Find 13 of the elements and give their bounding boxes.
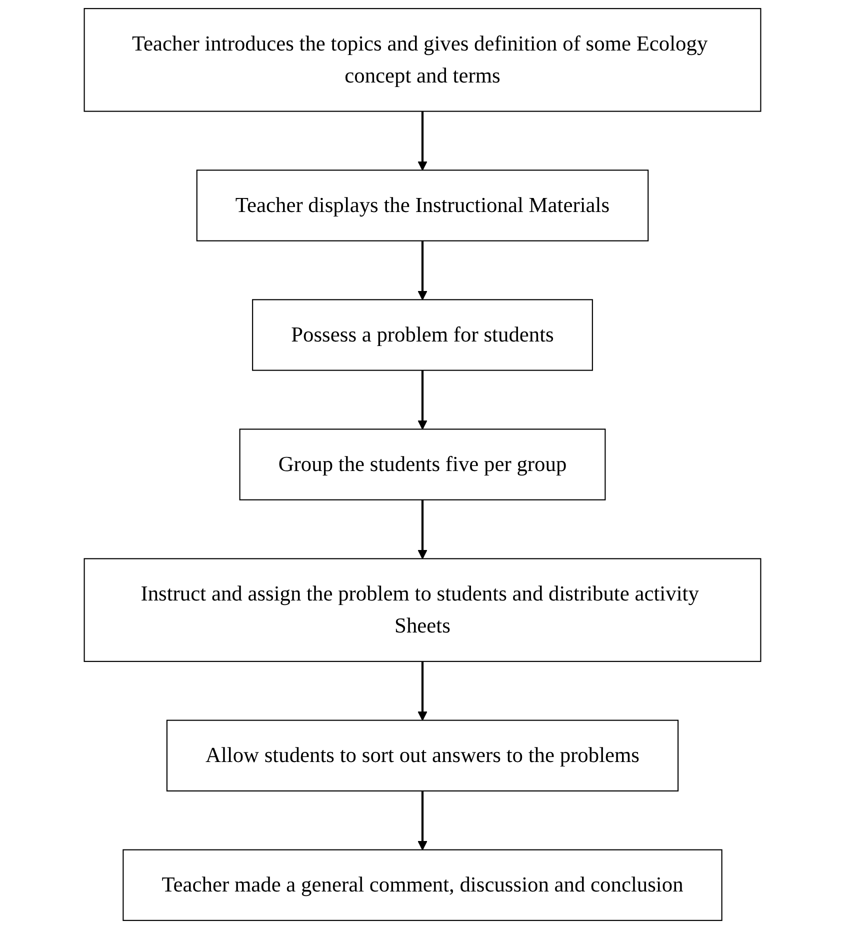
arrow (418, 370, 428, 430)
arrow (418, 240, 428, 300)
arrow (418, 790, 428, 850)
node-box (252, 299, 593, 371)
node-box (84, 558, 762, 662)
arrow (418, 500, 428, 560)
node-box (122, 849, 722, 921)
node-box (196, 170, 649, 242)
node-box (84, 8, 762, 112)
node-box (239, 428, 606, 500)
node-box (166, 720, 679, 792)
arrow (418, 661, 428, 721)
arrow (418, 111, 428, 171)
